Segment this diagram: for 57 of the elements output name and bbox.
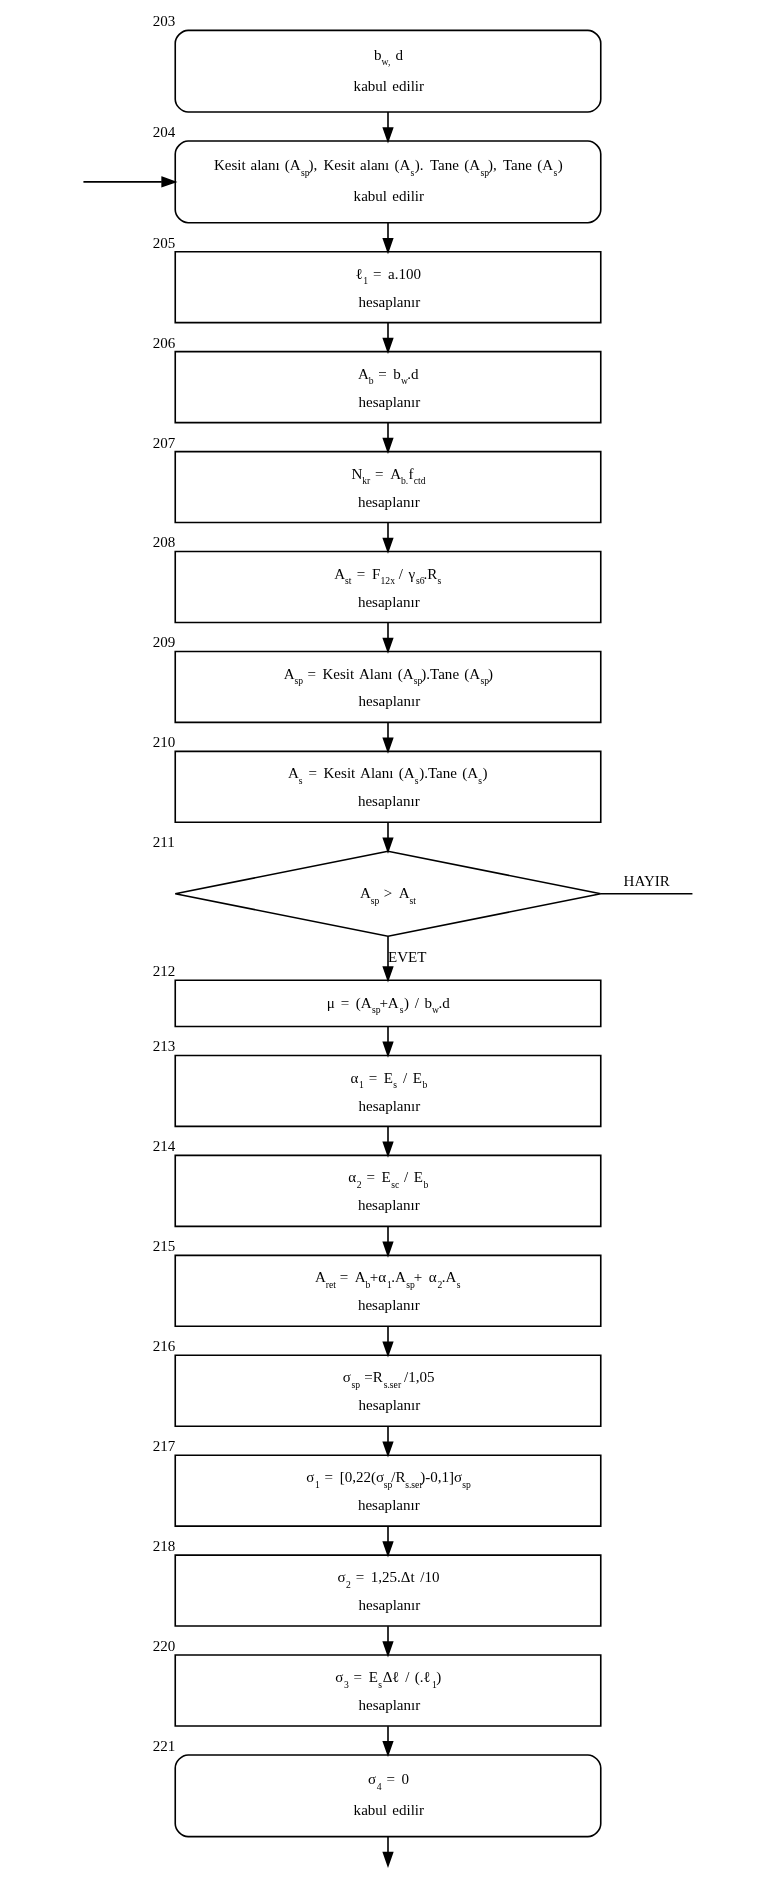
node-box: A$_{sp}$ = Kesit Alanı (A$_{sp}$).Tane (A$_{sp}$) hesaplanır [173,650,602,723]
node-label: 209 [152,633,175,650]
node-label: 211 [152,833,175,850]
arrow [82,175,177,188]
node-box: α$_{2}$ = E$_{sc}$ / E$_{b}$ hesaplanır [173,1154,602,1227]
node-box: N$_{kr}$ = A$_{b.}$f$_{ctd}$ hesaplanır [173,450,602,523]
node-label: 205 [152,234,175,251]
node-box: σ$_{1}$ = [0,22(σ$_{sp}$/R$_{s.ser}$)-0,1]σ$_{sp}$ hesaplanır [173,1453,602,1527]
node-label: 210 [152,733,175,750]
arrow [381,1025,394,1058]
node-label: 206 [152,334,175,351]
arrow [381,321,394,354]
arrow [381,1835,394,1868]
node-label: 221 [152,1737,175,1754]
node-box: A$_{b}$ = b$_{w}$.d hesaplanır [173,350,602,423]
node-box: α$_{1}$ = E$_{s}$ / E$_{b}$ hesaplanır [173,1054,602,1127]
node-label: 208 [152,533,175,550]
arrow [381,721,394,754]
node-box: A$_{s}$ = Kesit Alanı (A$_{s}$).Tane (A$_{s}$) hesaplanır [173,750,602,823]
arrow [381,221,394,254]
node-label: 220 [152,1637,175,1654]
node-box: σ$_{3}$ = E$_{s}$Δℓ / (.ℓ$_{1}$) hesaplanır [173,1653,602,1727]
edge-label: HAYIR [623,872,670,889]
node-label: 212 [152,962,175,979]
node-label: 204 [152,123,175,140]
node-box: A$_{ret}$ = A$_{b}$+α$_{1}$.A$_{sp}$+ α$_{2}$.A$_{s}$ hesaplanır [173,1254,602,1327]
arrow [381,1325,394,1358]
node-label: 215 [152,1237,175,1254]
arrow [381,821,394,854]
node-label: 207 [152,434,175,451]
arrow [381,110,394,143]
arrow [381,1724,394,1757]
arrow [381,1424,394,1458]
node-label: 217 [152,1437,175,1454]
node-box: ℓ$_{1}$ = a.100 hesaplanır [173,250,602,323]
node-box: Kesit alanı (A$_{sp}$), Kesit alanı (A$_{s}$). Tane (A$_{sp}$), Tane (A$_{s}$) kabul edilir [173,139,602,224]
arrow [381,1624,394,1657]
node-box: σ$_{sp}$ =R$_{s.ser}$ /1,05 hesaplanır [173,1353,602,1427]
arrow [381,621,394,654]
arrow [381,1125,394,1158]
node-box: σ$_{2}$ = 1,25.Δt /10 hesaplanır [173,1553,602,1627]
arrow [381,1225,394,1258]
node-box: μ = (A$_{sp}$+A$_{s}$) / b$_{w}$.d [173,978,602,1027]
node-box: b$_{w,}$ d kabul edilir [173,29,602,113]
node-label: 216 [152,1337,175,1354]
arrow [381,1524,394,1557]
arrow [381,521,394,554]
node-box: σ$_{4}$ = 0 kabul edilir [173,1753,602,1837]
arrow [381,421,394,454]
node-label: 203 [152,12,175,29]
node-label: 213 [152,1037,175,1054]
arrow [381,935,394,982]
node-label: 214 [152,1137,175,1154]
node-diamond: A$_{sp}$ > A$_{st}$ [173,850,602,937]
connector [599,892,693,895]
node-box: A$_{st}$ = F$_{12x}$ / γ$_{s6}$.R$_{s}$ hesaplanır [173,550,602,623]
node-label: 218 [152,1537,175,1554]
